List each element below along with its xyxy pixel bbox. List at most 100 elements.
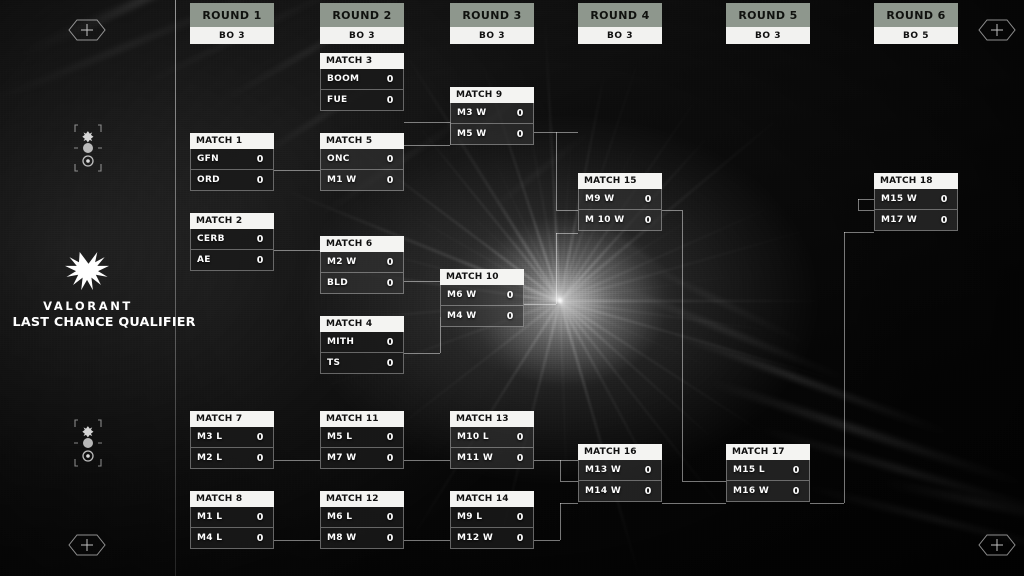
match-title: MATCH 15 — [578, 173, 662, 189]
team-name: MITH — [321, 337, 377, 347]
vertical-ornament-icon — [73, 418, 103, 468]
match-row[interactable]: M15 W0 — [874, 189, 958, 210]
team-name: M1 L — [191, 512, 247, 522]
match-box-m17[interactable]: MATCH 17M15 L0M16 W0 — [726, 444, 810, 502]
team-name: M9 W — [579, 194, 635, 204]
team-name: M11 W — [451, 453, 507, 463]
team-score: 0 — [507, 533, 533, 544]
match-row[interactable]: M5 L0 — [320, 427, 404, 448]
team-score: 0 — [377, 432, 403, 443]
team-score: 0 — [783, 465, 809, 476]
match-row[interactable]: M2 W0 — [320, 252, 404, 273]
event-logo: VALORANT LAST CHANCE QUALIFIER — [14, 252, 162, 328]
match-row[interactable]: BOOM0 — [320, 69, 404, 90]
team-score: 0 — [783, 486, 809, 497]
team-name: M7 W — [321, 453, 377, 463]
round-format: BO 5 — [874, 27, 958, 44]
match-row[interactable]: MITH0 — [320, 332, 404, 353]
event-title: LAST CHANCE QUALIFIER — [13, 316, 164, 329]
match-row[interactable]: M 10 W0 — [578, 210, 662, 231]
match-row[interactable]: M16 W0 — [726, 481, 810, 502]
match-row[interactable]: M9 W0 — [578, 189, 662, 210]
round-name: ROUND 5 — [726, 3, 810, 27]
team-score: 0 — [507, 432, 533, 443]
match-box-m13[interactable]: MATCH 13M10 L0M11 W0 — [450, 411, 534, 469]
team-name: M16 W — [727, 486, 783, 496]
match-row[interactable]: M10 L0 — [450, 427, 534, 448]
team-score: 0 — [377, 358, 403, 369]
match-row[interactable]: M6 W0 — [440, 285, 524, 306]
match-row[interactable]: M15 L0 — [726, 460, 810, 481]
connector-line — [274, 540, 320, 541]
match-row[interactable]: ORD0 — [190, 170, 274, 191]
match-row[interactable]: M1 L0 — [190, 507, 274, 528]
match-box-m3[interactable]: MATCH 3BOOM0FUE0 — [320, 53, 404, 111]
team-score: 0 — [635, 194, 661, 205]
match-row[interactable]: M3 L0 — [190, 427, 274, 448]
connector-line — [560, 503, 578, 504]
match-row[interactable]: M8 W0 — [320, 528, 404, 549]
match-title: MATCH 14 — [450, 491, 534, 507]
team-name: M14 W — [579, 486, 635, 496]
match-box-m12[interactable]: MATCH 12M6 L0M8 W0 — [320, 491, 404, 549]
match-row[interactable]: M9 L0 — [450, 507, 534, 528]
match-box-m11[interactable]: MATCH 11M5 L0M7 W0 — [320, 411, 404, 469]
match-row[interactable]: FUE0 — [320, 90, 404, 111]
match-row[interactable]: GFN0 — [190, 149, 274, 170]
team-score: 0 — [635, 215, 661, 226]
match-row[interactable]: AE0 — [190, 250, 274, 271]
team-score: 0 — [377, 74, 403, 85]
hexagon-crosshair-icon — [68, 534, 106, 556]
match-box-m15[interactable]: MATCH 15M9 W0M 10 W0 — [578, 173, 662, 231]
match-title: MATCH 2 — [190, 213, 274, 229]
team-name: CERB — [191, 234, 247, 244]
team-score: 0 — [247, 175, 273, 186]
match-box-m16[interactable]: MATCH 16M13 W0M14 W0 — [578, 444, 662, 502]
match-row[interactable]: M4 W0 — [440, 306, 524, 327]
game-title: VALORANT — [14, 301, 162, 313]
team-name: M1 W — [321, 175, 377, 185]
connector-line — [556, 132, 557, 210]
team-name: ORD — [191, 175, 247, 185]
team-score: 0 — [931, 194, 957, 205]
match-box-m4[interactable]: MATCH 4MITH0TS0 — [320, 316, 404, 374]
match-row[interactable]: BLD0 — [320, 273, 404, 294]
match-box-m7[interactable]: MATCH 7M3 L0M2 L0 — [190, 411, 274, 469]
match-row[interactable]: M4 L0 — [190, 528, 274, 549]
match-box-m6[interactable]: MATCH 6M2 W0BLD0 — [320, 236, 404, 294]
match-row[interactable]: M14 W0 — [578, 481, 662, 502]
match-row[interactable]: TS0 — [320, 353, 404, 374]
match-box-m1[interactable]: MATCH 1GFN0ORD0 — [190, 133, 274, 191]
match-row[interactable]: M7 W0 — [320, 448, 404, 469]
match-row[interactable]: M12 W0 — [450, 528, 534, 549]
match-box-m2[interactable]: MATCH 2CERB0AE0 — [190, 213, 274, 271]
team-name: M2 W — [321, 257, 377, 267]
connector-line — [858, 199, 859, 210]
match-row[interactable]: M17 W0 — [874, 210, 958, 231]
team-score: 0 — [507, 453, 533, 464]
round-name: ROUND 3 — [450, 3, 534, 27]
match-box-m14[interactable]: MATCH 14M9 L0M12 W0 — [450, 491, 534, 549]
round-format: BO 3 — [726, 27, 810, 44]
match-row[interactable]: M6 L0 — [320, 507, 404, 528]
connector-line — [556, 233, 578, 234]
connector-line — [534, 540, 560, 541]
match-row[interactable]: CERB0 — [190, 229, 274, 250]
match-box-m9[interactable]: MATCH 9M3 W0M5 W0 — [450, 87, 534, 145]
match-box-m10[interactable]: MATCH 10M6 W0M4 W0 — [440, 269, 524, 327]
match-row[interactable]: M13 W0 — [578, 460, 662, 481]
match-title: MATCH 8 — [190, 491, 274, 507]
match-box-m8[interactable]: MATCH 8M1 L0M4 L0 — [190, 491, 274, 549]
team-score: 0 — [247, 154, 273, 165]
match-row[interactable]: M1 W0 — [320, 170, 404, 191]
hexagon-crosshair-icon — [978, 19, 1016, 41]
match-row[interactable]: M5 W0 — [450, 124, 534, 145]
match-row[interactable]: M3 W0 — [450, 103, 534, 124]
match-box-m18[interactable]: MATCH 18M15 W0M17 W0 — [874, 173, 958, 231]
match-row[interactable]: M2 L0 — [190, 448, 274, 469]
match-row[interactable]: M11 W0 — [450, 448, 534, 469]
hexagon-crosshair-icon — [978, 534, 1016, 556]
match-box-m5[interactable]: MATCH 5ONC0M1 W0 — [320, 133, 404, 191]
team-score: 0 — [247, 432, 273, 443]
match-row[interactable]: ONC0 — [320, 149, 404, 170]
